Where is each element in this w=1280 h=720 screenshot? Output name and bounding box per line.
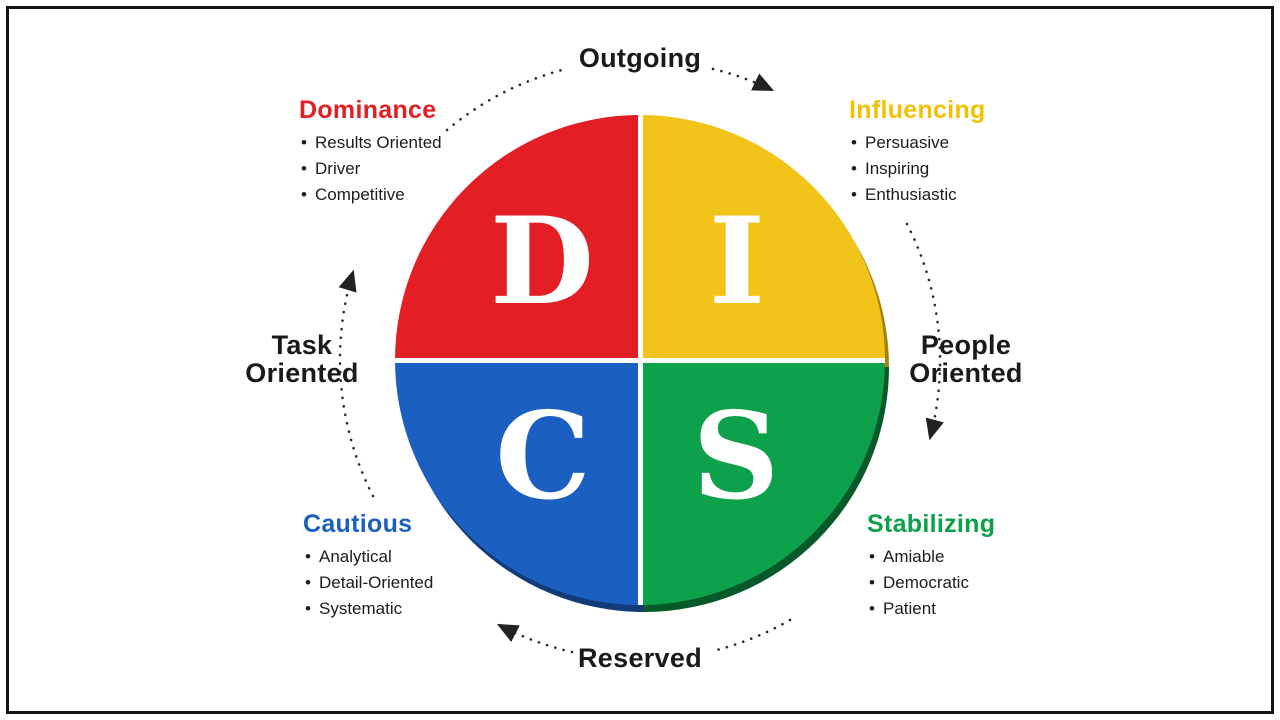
trait-item: Amiable: [867, 548, 995, 567]
stabilizing-title: Stabilizing: [867, 510, 996, 538]
axis-label-people-oriented: People Oriented: [909, 330, 1023, 388]
influencing-trait-list: Persuasive Inspiring Enthusiastic: [849, 134, 986, 205]
cautious-title: Cautious: [303, 510, 413, 538]
trait-item: Democratic: [867, 574, 995, 593]
dominance-block: Dominance Results Oriented Driver Compet…: [299, 96, 442, 212]
trait-item: Detail-Oriented: [303, 574, 433, 593]
axis-label-reserved: Reserved: [578, 643, 702, 673]
cautious-trait-list: Analytical Detail-Oriented Systematic: [303, 548, 433, 619]
disc-wheel: D I C S: [395, 115, 885, 605]
trait-item: Systematic: [303, 600, 433, 619]
trait-item: Patient: [867, 600, 995, 619]
trait-item: Analytical: [303, 548, 433, 567]
wheel-horizontal-divider: [395, 357, 885, 363]
influencing-title: Influencing: [849, 96, 986, 124]
trait-item: Enthusiastic: [849, 186, 986, 205]
quadrant-letter-s: S: [692, 386, 780, 527]
stabilizing-trait-list: Amiable Democratic Patient: [867, 548, 995, 619]
quadrant-letter-d: D: [489, 191, 595, 332]
arc-top-right-dotted: [711, 67, 775, 92]
arc-bottom-right-dotted: [711, 618, 792, 653]
trait-item: Persuasive: [849, 134, 986, 153]
cautious-block: Cautious Analytical Detail-Oriented Syst…: [303, 510, 433, 626]
axis-label-outgoing: Outgoing: [578, 43, 702, 73]
quadrant-letter-c: C: [495, 386, 591, 527]
axis-label-task-oriented: Task Oriented: [245, 330, 359, 388]
trait-item: Results Oriented: [299, 134, 442, 153]
trait-item: Competitive: [299, 186, 442, 205]
trait-item: Inspiring: [849, 160, 986, 179]
quadrant-letter-i: I: [708, 191, 766, 332]
influencing-block: Influencing Persuasive Inspiring Enthusi…: [849, 96, 986, 212]
dominance-trait-list: Results Oriented Driver Competitive: [299, 134, 442, 205]
dominance-title: Dominance: [299, 96, 437, 124]
arc-top-left-dotted: [445, 68, 564, 132]
arc-bottom-left-dotted: [496, 623, 574, 654]
trait-item: Driver: [299, 160, 442, 179]
stabilizing-block: Stabilizing Amiable Democratic Patient: [867, 510, 995, 626]
